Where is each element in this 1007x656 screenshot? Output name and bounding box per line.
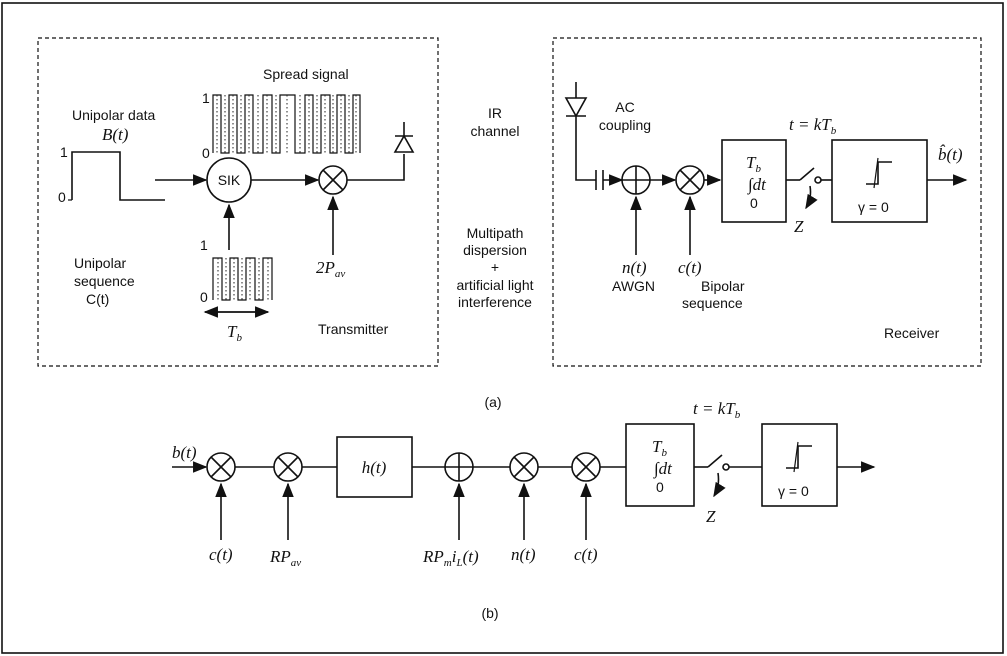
led-diode-icon <box>393 134 415 153</box>
threshold-step-icon <box>866 161 892 185</box>
transmitter-box <box>37 37 439 367</box>
unipolar-seq-symbol: C(t) <box>86 291 109 307</box>
b-sampler-switch <box>707 454 723 468</box>
tb-label: Tb <box>227 322 242 344</box>
interference-label: RPmiL(t) <box>422 547 479 569</box>
panel-b: b(t) c(t) RPav h(t) RPmiL(t) n(t) c( <box>172 399 876 621</box>
data-level-1: 1 <box>60 144 68 160</box>
sampler-switch <box>799 167 815 181</box>
integrator-mid: ∫dt <box>747 175 767 195</box>
bipolar-1: Bipolar <box>701 278 745 294</box>
integrator-top: Tb <box>746 153 761 175</box>
threshold-block <box>831 139 928 223</box>
threshold-label: γ = 0 <box>858 199 889 215</box>
spread-level-0: 0 <box>202 145 210 161</box>
b-code-out: c(t) <box>574 545 598 564</box>
power-label: 2Pav <box>316 258 345 280</box>
mult-to-led-wire <box>347 154 405 181</box>
spread-level-1: 1 <box>202 90 210 106</box>
sequence-waveform <box>212 257 273 301</box>
unipolar-data-label: Unipolar data <box>72 107 155 123</box>
z-label: Z <box>794 217 804 236</box>
multipath-4: interference <box>458 294 532 310</box>
seq-level-0: 0 <box>200 289 208 305</box>
b-integrator-mid: ∫dt <box>653 459 673 479</box>
multipath-2: dispersion <box>463 242 527 258</box>
data-waveform <box>71 151 165 201</box>
unipolar-data-symbol: B(t) <box>102 125 129 144</box>
caption-a: (a) <box>484 394 501 410</box>
seq-level-1: 1 <box>200 237 208 253</box>
b-threshold-step-icon <box>786 445 812 469</box>
b-z-label: Z <box>706 507 716 526</box>
spread-signal-label: Spread signal <box>263 66 349 82</box>
b-noise-symbol: n(t) <box>511 545 536 564</box>
ir-channel-1: IR <box>488 105 502 121</box>
sik-label: SIK <box>218 172 241 188</box>
receiver-label: Receiver <box>884 325 940 341</box>
multipath-1: Multipath <box>467 225 524 241</box>
receiver-box <box>552 37 982 367</box>
input-symbol: b(t) <box>172 443 197 462</box>
b-power-label: RPav <box>269 547 301 569</box>
b-integrator-low: 0 <box>656 479 664 495</box>
awgn-label: AWGN <box>612 278 655 294</box>
integrator-low: 0 <box>750 195 758 211</box>
caption-b: (b) <box>481 605 498 621</box>
noise-symbol: n(t) <box>622 258 647 277</box>
ir-channel-2: channel <box>470 123 519 139</box>
sequence-chip-gridlines <box>217 258 269 300</box>
panel-a: Unipolar data B(t) 1 0 SIK Spread signal… <box>37 37 982 410</box>
b-threshold-block <box>761 423 838 507</box>
pd-wire <box>575 116 596 181</box>
multipath-3: artificial light <box>456 277 533 293</box>
sample-time: t = kTb <box>789 115 837 137</box>
photodiode-icon <box>564 97 588 118</box>
unipolar-seq-label-2: sequence <box>74 273 135 289</box>
bipolar-2: sequence <box>682 295 743 311</box>
b-sample-time: t = kTb <box>693 399 741 421</box>
b-integrator-top: Tb <box>652 437 667 459</box>
b-integrator-block <box>625 423 695 507</box>
transmitter-label: Transmitter <box>318 321 389 337</box>
ac-coupling-2: coupling <box>599 117 651 133</box>
ac-coupling-1: AC <box>615 99 634 115</box>
data-level-0: 0 <box>58 189 66 205</box>
b-threshold-label: γ = 0 <box>778 483 809 499</box>
multipath-plus: + <box>491 259 499 275</box>
code-symbol: c(t) <box>678 258 702 277</box>
integrator-block <box>721 139 787 223</box>
spread-chip-gridlines <box>216 95 357 153</box>
output-symbol: b̂(t) <box>938 145 963 164</box>
b-code-in: c(t) <box>209 545 233 564</box>
channel-label: h(t) <box>362 458 387 477</box>
unipolar-seq-label-1: Unipolar <box>74 255 126 271</box>
